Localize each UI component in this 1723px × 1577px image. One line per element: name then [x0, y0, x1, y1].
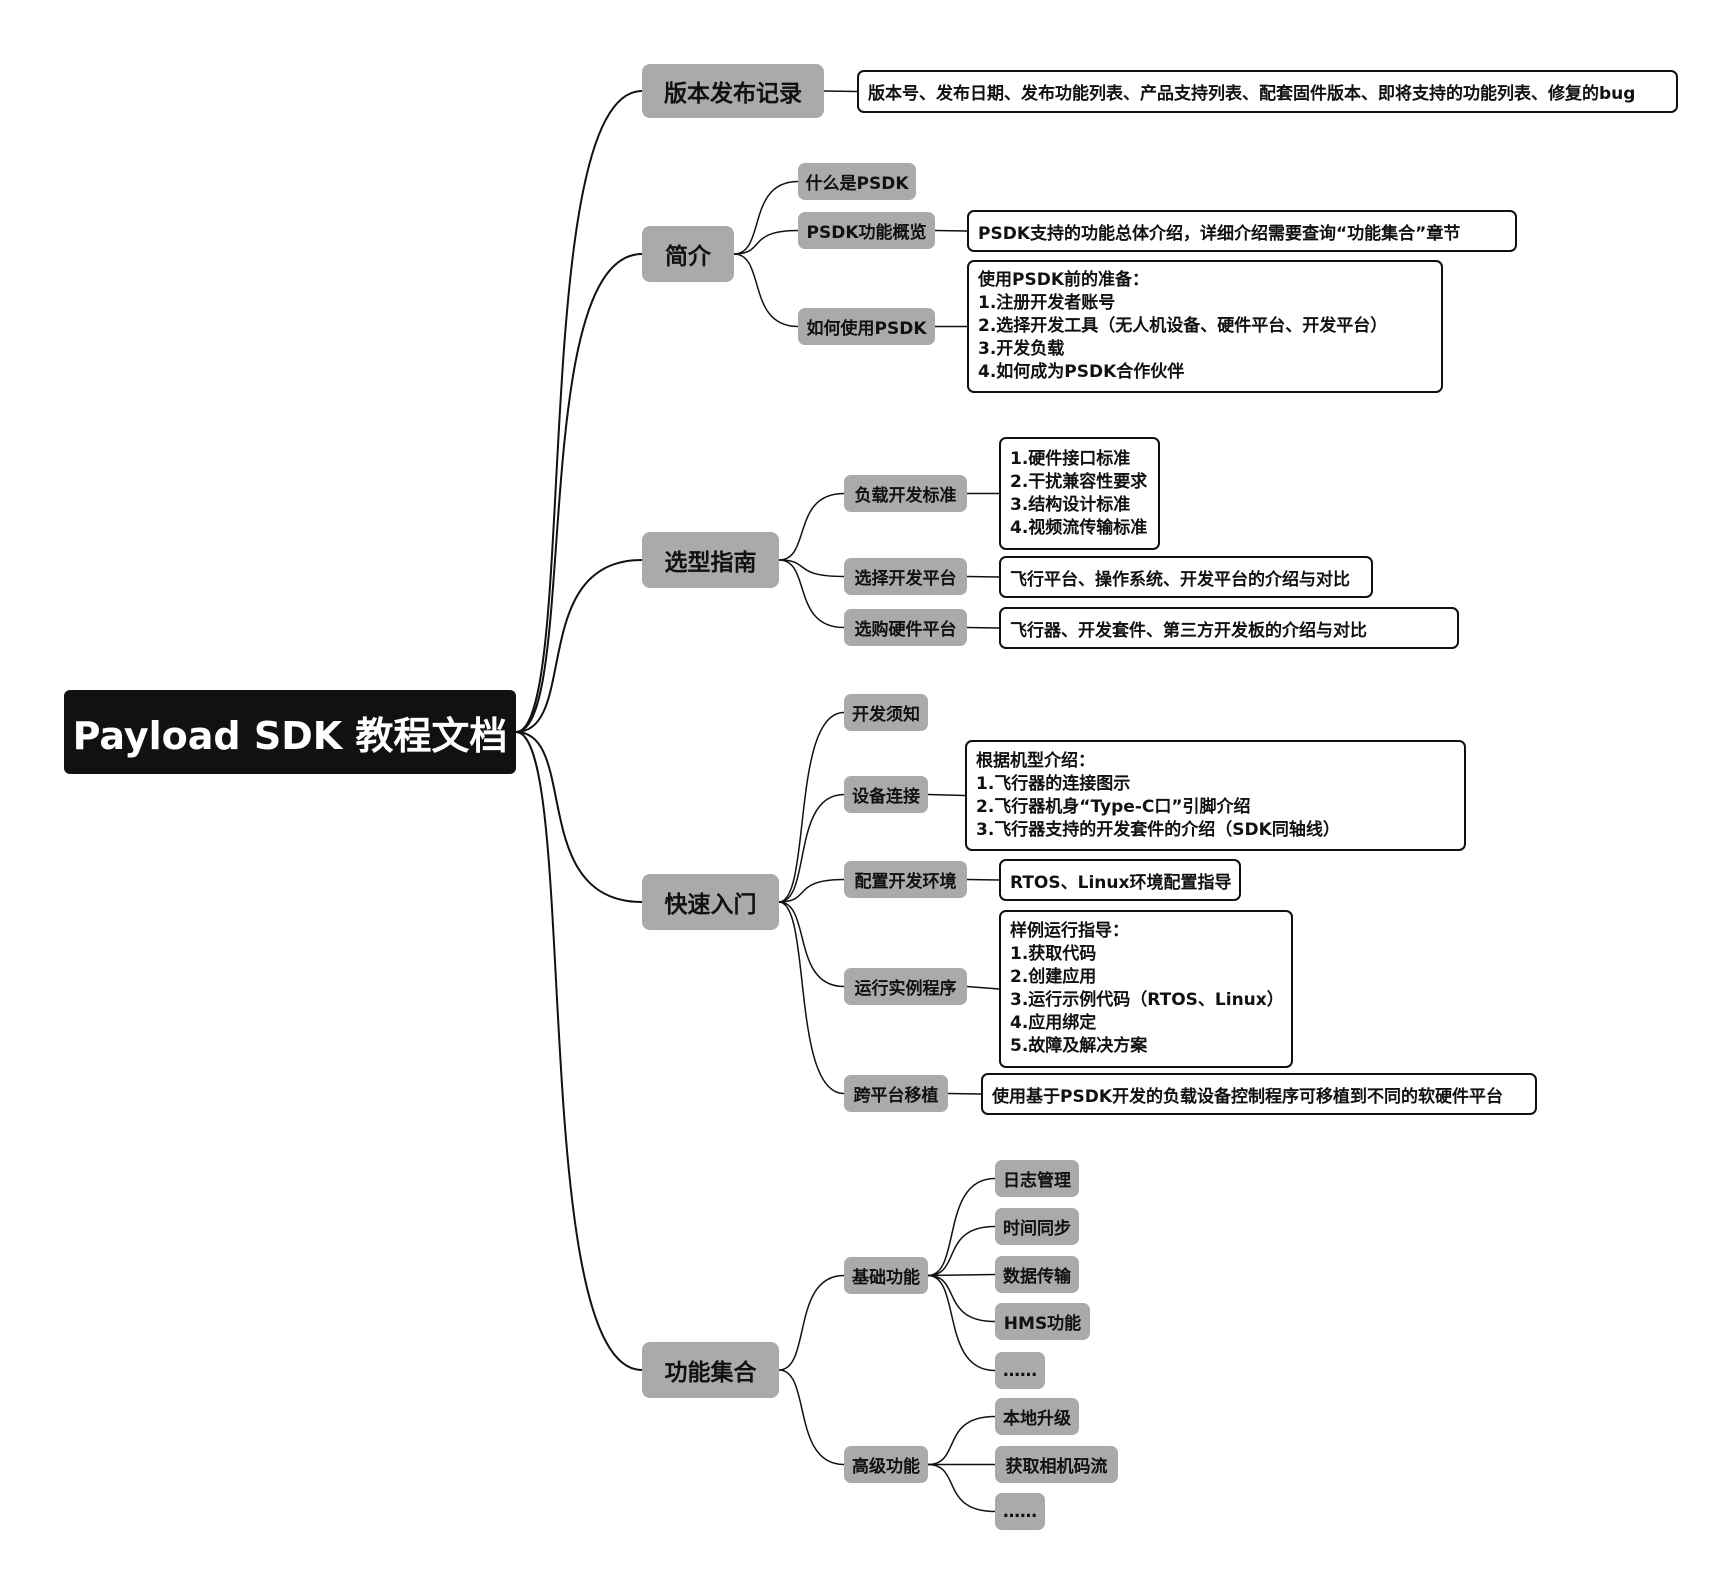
basic-item-more[interactable]: ……: [995, 1352, 1045, 1389]
basic-item-data-transfer[interactable]: 数据传输: [995, 1256, 1079, 1293]
topic-cross-platform-port[interactable]: 跨平台移植: [844, 1075, 948, 1112]
connector-branch-release-notes: [515, 90, 643, 733]
branch-feature-set[interactable]: 功能集合: [642, 1342, 779, 1398]
connector-topic-advanced-features: [778, 1369, 845, 1466]
run-line: 样例运行指导：: [1010, 921, 1129, 941]
topic-buy-hardware-platform[interactable]: 选购硬件平台: [844, 609, 967, 646]
connector-psdk-overview-desc: [934, 229, 968, 232]
howto-line: 使用PSDK前的准备：: [978, 270, 1149, 290]
root-node[interactable]: Payload SDK 教程文档: [64, 690, 516, 774]
connector-topic-device-connection: [778, 793, 845, 903]
connect-line: 根据机型介绍：: [976, 750, 1095, 771]
connector-topic-psdk-overview: [733, 229, 799, 255]
connector-topic-select-dev-platform: [778, 559, 845, 578]
topic-how-to-use-psdk[interactable]: 如何使用PSDK: [798, 308, 935, 345]
connector-branch-quick-start: [515, 731, 643, 903]
topic-run-sample[interactable]: 运行实例程序: [844, 968, 967, 1005]
connector-run-sample-desc: [966, 985, 1000, 990]
standard-line: 3.结构设计标准: [1010, 494, 1131, 515]
topic-payload-standard[interactable]: 负载开发标准: [844, 475, 967, 512]
connector-select-dev-platform-desc: [966, 575, 1000, 578]
connector-topic-config-dev-env: [778, 878, 845, 903]
howto-line: 4.如何成为PSDK合作伙伴: [978, 362, 1185, 382]
run-line: 2.创建应用: [1010, 967, 1097, 987]
topic-basic-features[interactable]: 基础功能: [844, 1257, 928, 1294]
connector-topic-buy-hardware-platform: [778, 559, 845, 629]
connect-line: 2.飞行器机身“Type-C口”引脚介绍: [976, 796, 1251, 817]
connector-topic-payload-standard: [778, 492, 845, 561]
connector-topic-how-to-use-psdk: [733, 253, 799, 328]
howto-line: 2.选择开发工具（无人机设备、硬件平台、开发平台）: [978, 316, 1388, 336]
connector-basic-item-hms: [927, 1274, 996, 1323]
run-line: 4.应用绑定: [1010, 1013, 1097, 1033]
connector-basic-item-more: [927, 1274, 996, 1372]
standard-line: 4.视频流传输标准: [1010, 517, 1148, 538]
connector-cross-platform-port-desc: [947, 1092, 982, 1095]
run-sample-desc: 样例运行指导： 1.获取代码 2.创建应用 3.运行示例代码（RTOS、Linu…: [999, 910, 1293, 1068]
buy-hardware-platform-desc: 飞行器、开发套件、第三方开发板的介绍与对比: [999, 607, 1459, 649]
basic-item-hms[interactable]: HMS功能: [995, 1303, 1090, 1340]
connector-topic-what-is-psdk: [733, 180, 799, 255]
connector-topic-cross-platform-port: [778, 901, 845, 1095]
cross-platform-port-desc: 使用基于PSDK开发的负载设备控制程序可移植到不同的软硬件平台: [981, 1073, 1537, 1115]
branch-selection-guide[interactable]: 选型指南: [642, 532, 779, 588]
connector-topic-basic-features: [778, 1274, 845, 1371]
run-line: 5.故障及解决方案: [1010, 1036, 1148, 1056]
branch-quick-start[interactable]: 快速入门: [642, 874, 779, 930]
connector-basic-item-data-transfer: [927, 1273, 996, 1277]
branch-intro[interactable]: 简介: [642, 226, 734, 282]
standard-line: 2.干扰兼容性要求: [1010, 471, 1148, 492]
run-line: 1.获取代码: [1010, 944, 1097, 964]
connector-release-notes-desc: [823, 90, 858, 93]
connector-basic-item-time-sync: [927, 1225, 996, 1277]
connector-branch-intro: [515, 253, 643, 733]
howto-line: 1.注册开发者账号: [978, 293, 1116, 313]
connector-basic-item-log: [927, 1177, 996, 1277]
connector-buy-hardware-platform-desc: [966, 626, 1000, 629]
release-notes-desc: 版本号、发布日期、发布功能列表、产品支持列表、配套固件版本、即将支持的功能列表、…: [857, 70, 1678, 113]
basic-item-log[interactable]: 日志管理: [995, 1160, 1079, 1197]
branch-release-notes[interactable]: 版本发布记录: [642, 64, 824, 118]
basic-item-time-sync[interactable]: 时间同步: [995, 1208, 1079, 1245]
device-connection-desc: 根据机型介绍： 1.飞行器的连接图示 2.飞行器机身“Type-C口”引脚介绍 …: [965, 740, 1466, 851]
howto-line: 3.开发负载: [978, 339, 1065, 359]
topic-select-dev-platform[interactable]: 选择开发平台: [844, 558, 967, 595]
config-dev-env-desc: RTOS、Linux环境配置指导: [999, 859, 1241, 901]
connector-advanced-item-local-upgrade: [927, 1415, 996, 1466]
standard-line: 1.硬件接口标准: [1010, 448, 1131, 469]
topic-device-connection[interactable]: 设备连接: [844, 776, 928, 813]
advanced-item-camera-stream[interactable]: 获取相机码流: [995, 1446, 1118, 1483]
connector-config-dev-env-desc: [966, 878, 1000, 881]
connector-advanced-item-more: [927, 1463, 996, 1513]
connector-topic-run-sample: [778, 901, 845, 988]
psdk-overview-desc: PSDK支持的功能总体介绍，详细介绍需要查询“功能集合”章节: [967, 210, 1517, 252]
topic-config-dev-env[interactable]: 配置开发环境: [844, 861, 967, 898]
topic-what-is-psdk[interactable]: 什么是PSDK: [798, 163, 916, 200]
connector-branch-feature-set: [515, 731, 643, 1371]
advanced-item-more[interactable]: ……: [995, 1493, 1045, 1530]
connector-branch-selection-guide: [515, 559, 643, 733]
how-to-use-psdk-desc: 使用PSDK前的准备： 1.注册开发者账号 2.选择开发工具（无人机设备、硬件平…: [967, 260, 1443, 393]
payload-standard-desc: 1.硬件接口标准 2.干扰兼容性要求 3.结构设计标准 4.视频流传输标准: [999, 437, 1160, 550]
connect-line: 3.飞行器支持的开发套件的介绍（SDK同轴线）: [976, 819, 1340, 840]
topic-dev-notice[interactable]: 开发须知: [844, 694, 928, 731]
run-line: 3.运行示例代码（RTOS、Linux）: [1010, 990, 1284, 1010]
advanced-item-local-upgrade[interactable]: 本地升级: [995, 1398, 1079, 1435]
connector-device-connection-desc: [927, 793, 966, 797]
topic-psdk-overview[interactable]: PSDK功能概览: [798, 212, 935, 249]
connect-line: 1.飞行器的连接图示: [976, 773, 1131, 794]
connector-topic-dev-notice: [778, 711, 845, 903]
topic-advanced-features[interactable]: 高级功能: [844, 1446, 928, 1483]
select-dev-platform-desc: 飞行平台、操作系统、开发平台的介绍与对比: [999, 556, 1373, 598]
